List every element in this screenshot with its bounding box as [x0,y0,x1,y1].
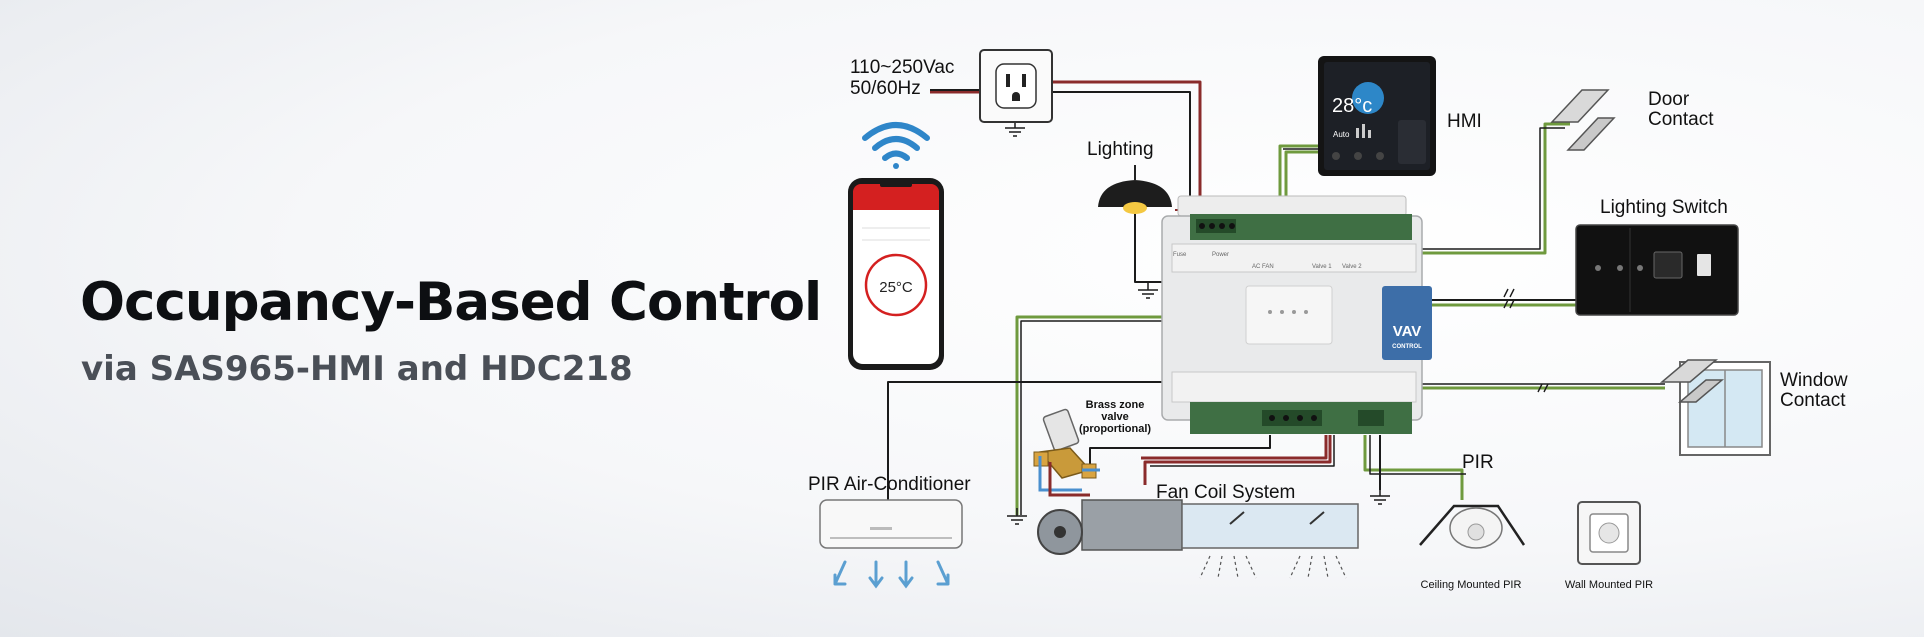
wire-pir-ac [887,381,1165,512]
wire-hmi [1278,144,1320,212]
hmi-temperature: 28°c [1332,95,1372,117]
pendant-lamp-icon [1098,165,1172,214]
air-conditioner [819,499,963,549]
door-contact [1550,89,1616,151]
window-contact-label-1: Window [1780,370,1848,391]
wall-pir-label: Wall Mounted PIR [1565,579,1653,591]
fan-icon [1037,509,1083,555]
wires [887,80,1665,515]
zone-valve-label-3: (proportional) [1079,423,1151,435]
hmi-label: HMI [1447,111,1482,132]
fan-coil-label: Fan Coil System [1156,482,1295,503]
vav-controller: Fuse Power AC FAN Valve 1 Valve 2 VAV CO… [1161,195,1432,434]
power-label-2: 50/60Hz [850,78,921,99]
valve-1-label: Valve 1 [1312,264,1332,270]
airflow-icon [833,560,950,589]
wire-pir [1363,435,1464,500]
zone-valve-label-2: valve [1101,411,1129,423]
wifi-icon [862,122,930,169]
hmi-panel: 28°c Auto [1318,56,1436,176]
wire-left-green [1015,315,1165,515]
power-outlet-icon [979,49,1053,123]
vav-badge-bottom: CONTROL [1392,344,1422,350]
wire-fan-coil [1141,435,1332,485]
ac-fan-label: AC FAN [1252,264,1274,270]
vav-badge-top: VAV [1393,323,1422,340]
zone-valve-label-1: Brass zone [1086,399,1145,411]
ceiling-pir [1419,504,1526,549]
valve-2-label: Valve 2 [1342,264,1362,270]
wire-door [1418,122,1570,255]
phone-temperature: 25°C [879,279,913,296]
wire-power-red [930,80,1202,212]
pir-ac-label: PIR Air-Conditioner [808,474,971,495]
page-subtitle: via SAS965-HMI and HDC218 [81,349,633,389]
wall-pir [1577,501,1641,565]
smartphone: 25°C [848,178,944,370]
page-title: Occupancy-Based Control [80,272,822,333]
door-contact-label-2: Contact [1648,109,1714,130]
break-marks [1503,288,1549,393]
zone-valve [1033,408,1097,479]
wire-lighting [1134,205,1163,283]
lighting-switch [1575,224,1739,316]
hmi-mode: Auto [1333,130,1350,139]
window-contact [1659,359,1771,456]
window-contact-label-2: Contact [1780,390,1846,411]
wire-valve [1089,435,1271,470]
power-label-1: 110~250Vac [850,57,954,78]
power-indicator-label: Power [1212,252,1229,258]
fan-coil-unit [1037,456,1359,555]
lighting-switch-label: Lighting Switch [1600,197,1728,218]
wire-power-black [930,89,1191,212]
door-contact-label-1: Door [1648,89,1690,110]
ceiling-pir-label: Ceiling Mounted PIR [1421,579,1522,591]
pir-label: PIR [1462,452,1494,473]
lighting-label: Lighting [1087,139,1154,160]
fuse-label: Fuse [1173,252,1187,258]
airflow-arrows [1199,555,1347,579]
